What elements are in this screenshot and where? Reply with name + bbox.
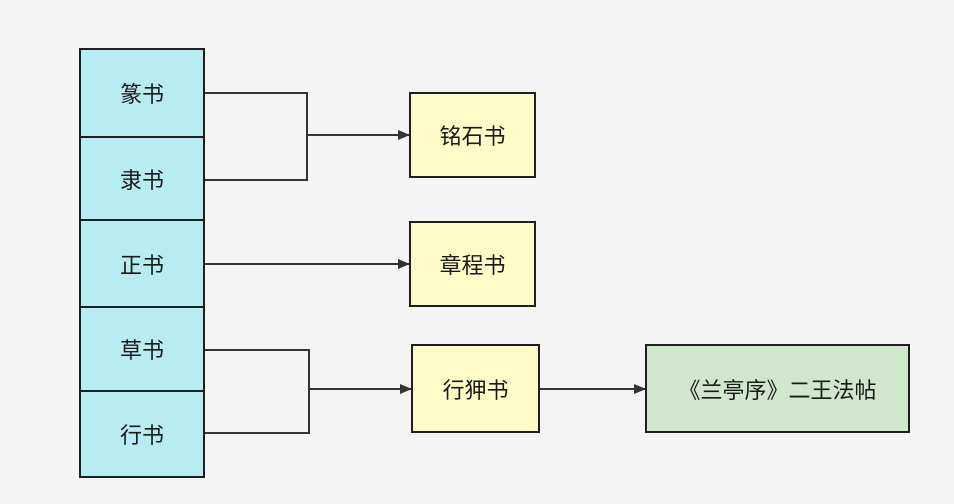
node-label: 隶书 [119, 168, 164, 194]
node-label: 铭石书 [439, 125, 506, 150]
node-label: 草书 [119, 339, 164, 364]
node-xingxiashu: 行狎书 [411, 344, 540, 433]
node-zhangchengshu: 章程书 [409, 221, 536, 307]
node-lantingxu: 《兰亭序》二王法帖 [645, 344, 910, 433]
node-label: 行书 [119, 424, 164, 449]
node-zhengshu: 正书 [79, 219, 205, 308]
node-lishu: 隶书 [79, 136, 205, 221]
bracket-connector-cao-xing [205, 349, 310, 434]
node-label: 《兰亭序》二王法帖 [678, 378, 877, 404]
node-label: 正书 [119, 253, 164, 279]
node-zhuanshu: 篆书 [79, 48, 205, 138]
node-mingshishu: 铭石书 [409, 92, 536, 178]
node-xingshu: 行书 [79, 390, 205, 478]
node-label: 行狎书 [442, 378, 509, 404]
bracket-connector-zhuan-li [205, 92, 308, 181]
node-label: 章程书 [439, 254, 506, 279]
node-label: 篆书 [119, 83, 164, 108]
node-caoshu: 草书 [79, 306, 205, 392]
